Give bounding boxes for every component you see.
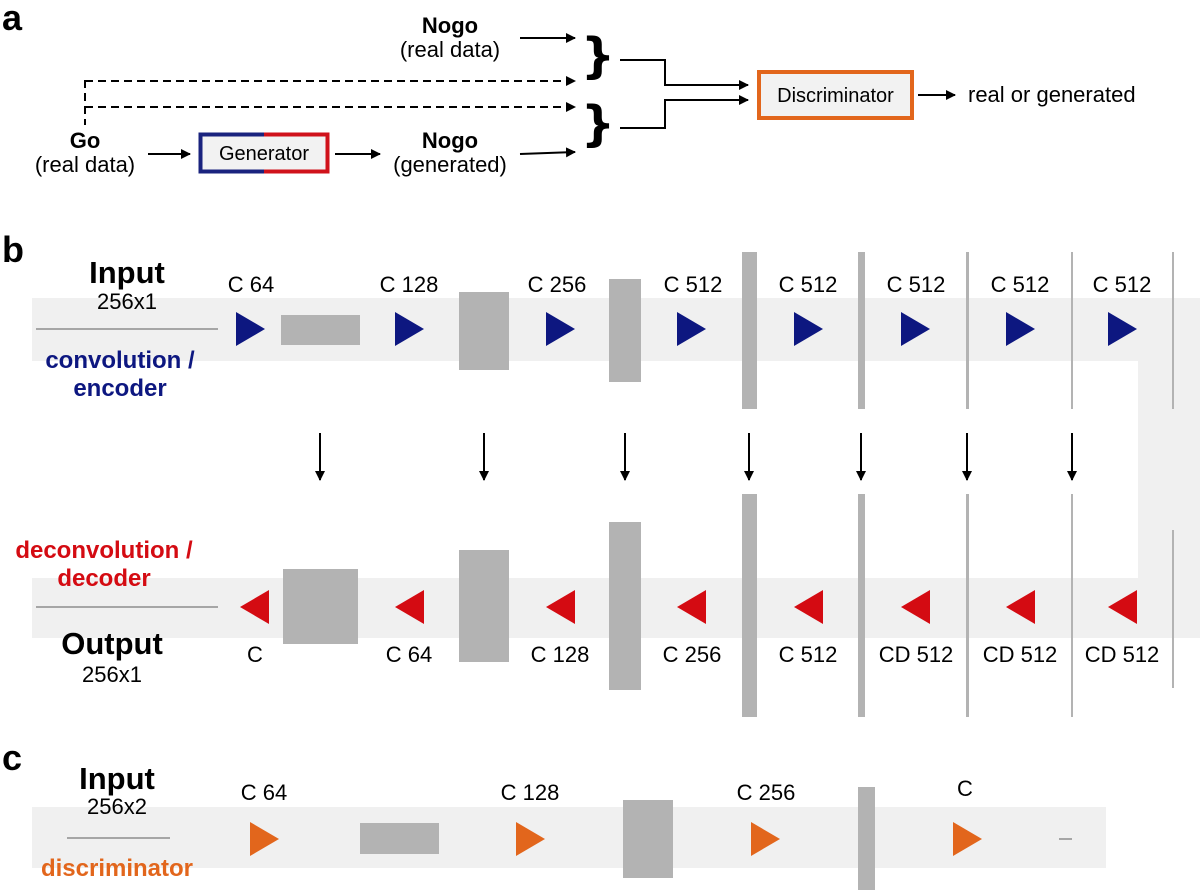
input-title: Input xyxy=(89,255,165,290)
dec-block-5 xyxy=(858,494,865,717)
output-label: real or generated xyxy=(968,82,1136,107)
generator-box: Generator xyxy=(198,132,330,174)
enc-layer-label: C 128 xyxy=(380,272,439,297)
enc-arrow-3 xyxy=(546,312,575,346)
dec-block-6 xyxy=(966,494,969,717)
enc-arrow-6 xyxy=(901,312,930,346)
dec-arrow-4 xyxy=(677,590,706,624)
disc-arrow-3 xyxy=(751,822,780,856)
dec-arrow-7 xyxy=(1006,590,1035,624)
enc-block-3 xyxy=(609,279,641,382)
enc-arrow-2 xyxy=(395,312,424,346)
disc-layer-label: C 256 xyxy=(737,780,796,805)
enc-block-1 xyxy=(281,315,360,345)
brace-top: } xyxy=(581,28,615,84)
enc-layer-label: C 512 xyxy=(887,272,946,297)
disc-band xyxy=(32,807,1106,868)
encoder-label-2: encoder xyxy=(73,375,166,402)
enc-block-5 xyxy=(858,252,865,409)
decoder-label-1: deconvolution / xyxy=(15,537,193,564)
disc-arrow-4 xyxy=(953,822,982,856)
encoder-label-1: convolution / xyxy=(45,347,195,374)
dec-layer-label: C 64 xyxy=(386,642,432,667)
enc-arrow-5 xyxy=(794,312,823,346)
disc-block-3 xyxy=(858,787,875,890)
dec-arrow-2 xyxy=(395,590,424,624)
disc-block-2 xyxy=(623,800,673,878)
output-size: 256x1 xyxy=(82,662,142,687)
dec-arrow-6 xyxy=(901,590,930,624)
output-title: Output xyxy=(61,626,163,661)
dec-arrow-3 xyxy=(546,590,575,624)
disc-layer-label: C 128 xyxy=(501,780,560,805)
nogo-real-title: Nogo xyxy=(422,13,478,38)
unet-band xyxy=(32,298,1200,638)
nogo-generated-arrow xyxy=(519,147,576,158)
dec-block-3 xyxy=(609,522,641,690)
go-subtitle: (real data) xyxy=(35,152,135,177)
dec-layer-label: C 256 xyxy=(663,642,722,667)
enc-arrow-1 xyxy=(236,312,265,346)
dec-block-7 xyxy=(1071,494,1073,717)
panel-b-letter: b xyxy=(2,229,24,270)
go-title: Go xyxy=(70,128,101,153)
enc-arrow-7 xyxy=(1006,312,1035,346)
dec-block-2 xyxy=(459,550,509,662)
enc-layer-label: C 512 xyxy=(1093,272,1152,297)
generator-label: Generator xyxy=(219,143,309,165)
brace-bottom-connector xyxy=(620,95,749,129)
dec-layer-label: CD 512 xyxy=(1085,642,1160,667)
enc-layer-label: C 256 xyxy=(528,272,587,297)
dec-block-8 xyxy=(1172,530,1174,688)
nogo-real-subtitle: (real data) xyxy=(400,37,500,62)
discriminator-box: Discriminator xyxy=(757,70,914,120)
disc-label: discriminator xyxy=(41,855,193,882)
enc-block-4 xyxy=(742,252,757,409)
disc-input-title: Input xyxy=(79,761,155,796)
dec-layer-label: CD 512 xyxy=(983,642,1058,667)
disc-layer-label: C 64 xyxy=(241,780,287,805)
dec-layer-label: CD 512 xyxy=(879,642,954,667)
disc-input-size: 256x2 xyxy=(87,794,147,819)
enc-block-2 xyxy=(459,292,509,370)
enc-block-7 xyxy=(1071,252,1073,409)
enc-arrow-4 xyxy=(677,312,706,346)
nogo-generated-subtitle: (generated) xyxy=(393,152,507,177)
dec-layer-label: C 128 xyxy=(531,642,590,667)
enc-arrow-8 xyxy=(1108,312,1137,346)
disc-block-1 xyxy=(360,823,439,854)
enc-block-8 xyxy=(1172,252,1174,409)
disc-arrow-2 xyxy=(516,822,545,856)
enc-block-6 xyxy=(966,252,969,409)
disc-arrow-1 xyxy=(250,822,279,856)
dec-block-1 xyxy=(283,569,358,644)
dec-layer-label: C 512 xyxy=(779,642,838,667)
panel-a-letter: a xyxy=(2,0,23,38)
brace-bottom: } xyxy=(581,96,615,152)
enc-layer-label: C 512 xyxy=(664,272,723,297)
enc-layer-label: C 512 xyxy=(991,272,1050,297)
dec-layer-label: C xyxy=(247,642,263,667)
input-size: 256x1 xyxy=(97,289,157,314)
dec-arrow-5 xyxy=(794,590,823,624)
disc-layer-label: C xyxy=(957,776,973,801)
decoder-label-2: decoder xyxy=(57,565,150,592)
nogo-generated-title: Nogo xyxy=(422,128,478,153)
dec-block-4 xyxy=(742,494,757,717)
enc-layer-label: C 512 xyxy=(779,272,838,297)
discriminator-label: Discriminator xyxy=(777,85,894,107)
dec-arrow-1 xyxy=(240,590,269,624)
dec-arrow-8 xyxy=(1108,590,1137,624)
panel-c-letter: c xyxy=(2,737,22,778)
enc-layer-label: C 64 xyxy=(228,272,274,297)
brace-top-connector xyxy=(620,59,749,90)
